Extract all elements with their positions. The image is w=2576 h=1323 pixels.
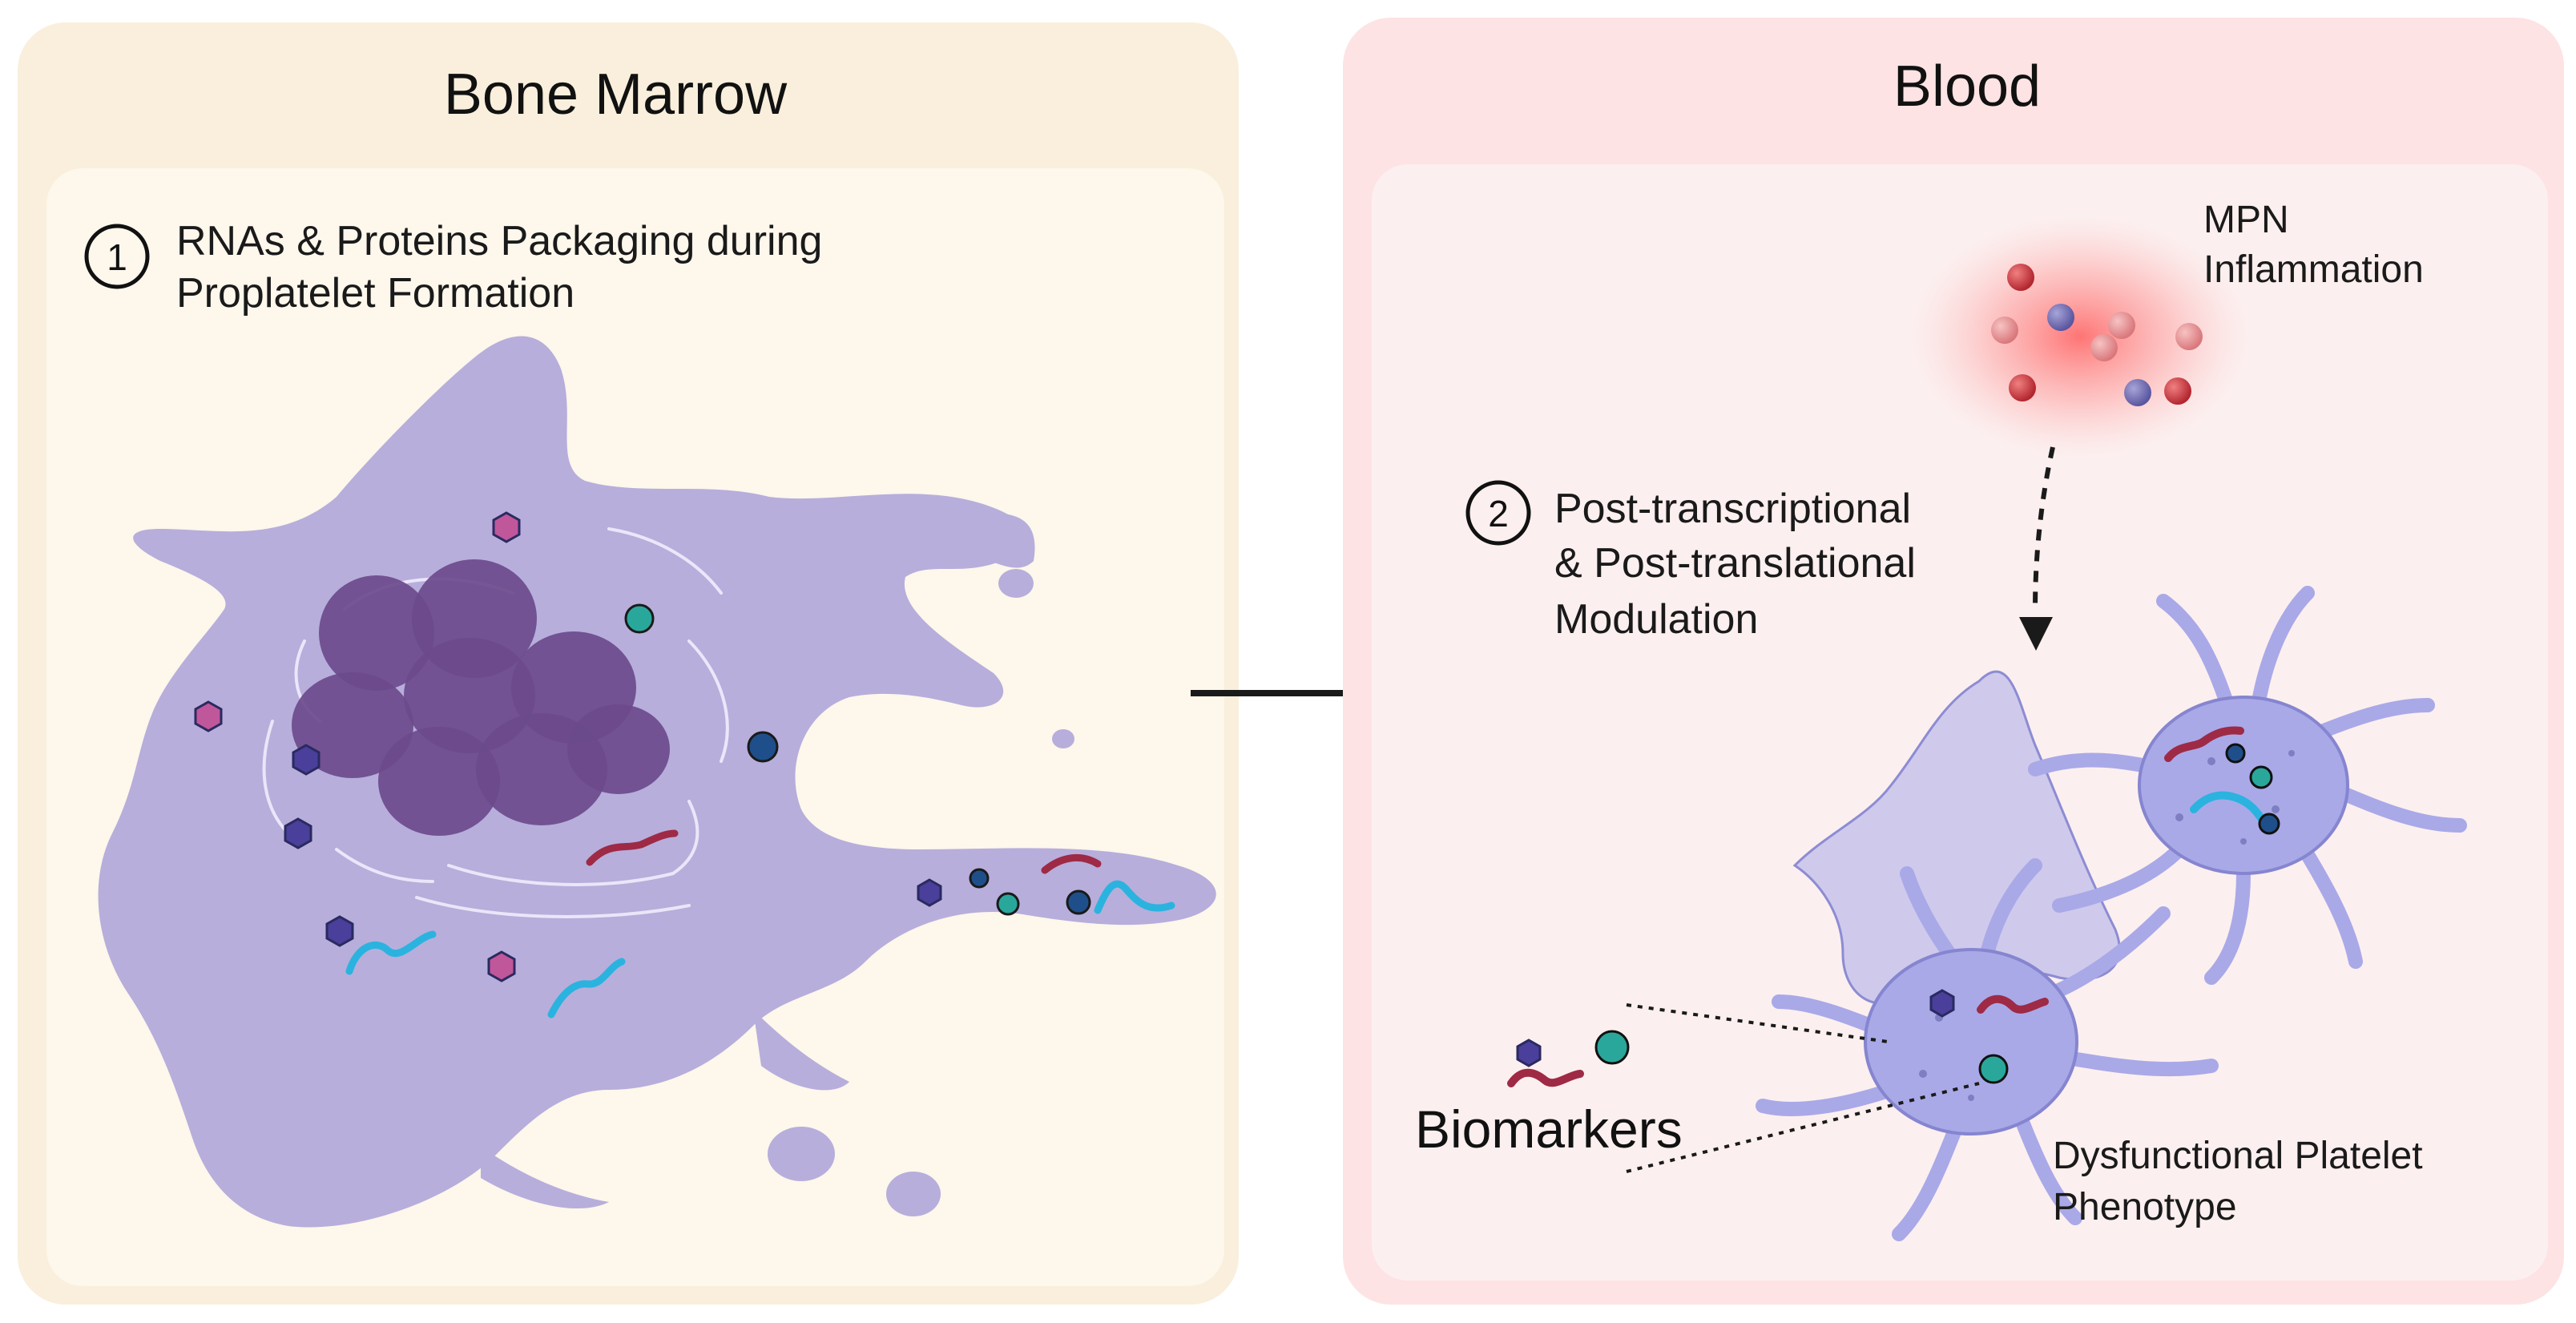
step-2-line-3: Modulation <box>1554 596 1758 643</box>
phenotype-line-1: Dysfunctional Platelet <box>2053 1135 2423 1177</box>
inflammation-glow <box>1912 216 2248 457</box>
protein-platelet-upper-3 <box>2258 813 2280 835</box>
protein-platelet-upper-2 <box>2249 765 2273 789</box>
inflammation-cytokines <box>1991 264 2203 406</box>
step-2-badge <box>1465 480 1531 546</box>
step-2-line-2: & Post-translational <box>1554 540 1916 587</box>
step-1-line-2: Proplatelet Formation <box>176 270 574 317</box>
step-2-number: 2 <box>1488 493 1509 534</box>
biomarkers-label: Biomarkers <box>1415 1099 1683 1159</box>
biomarker-hex <box>1516 1039 1542 1067</box>
mpn-label: MPN <box>2203 199 2289 241</box>
blood-panel: Blood MPN Inflammation 2 Post-transcript… <box>1343 18 2564 1305</box>
activated-platelet-lower <box>1756 858 2219 1241</box>
bone-marrow-panel: Bone Marrow 1 RNAs & Proteins Packaging … <box>18 22 1239 1305</box>
rna-platelet-upper-red <box>2164 726 2244 762</box>
step-1-line-1: RNAs & Proteins Packaging during <box>176 218 822 264</box>
rna-platelet-lower-red <box>1977 994 2049 1014</box>
phenotype-line-2: Phenotype <box>2053 1186 2237 1228</box>
protein-platelet-lower-hex <box>1929 989 1955 1018</box>
rna-strands <box>345 829 1175 1018</box>
step-1-badge <box>84 224 150 289</box>
protein-platelet-lower-1 <box>1978 1054 2009 1084</box>
biomarker-leader-2 <box>1626 1082 1980 1173</box>
protein-spheres <box>624 603 1091 916</box>
activated-platelet-upper <box>2028 586 2467 985</box>
step-1-number: 1 <box>107 236 127 278</box>
blood-title: Blood <box>1893 54 2041 119</box>
nucleus <box>292 559 670 836</box>
biomarker-sphere <box>1594 1030 1630 1065</box>
bone-marrow-title: Bone Marrow <box>444 63 788 127</box>
protein-hexagons <box>194 511 942 982</box>
step-2-line-1: Post-transcriptional <box>1554 486 1911 532</box>
biomarker-rna <box>1507 1068 1584 1087</box>
megakaryocyte <box>98 336 1216 1228</box>
protein-platelet-upper-1 <box>2225 743 2246 764</box>
rna-platelet-upper-cyan <box>2190 791 2267 825</box>
dashed-arrow-head <box>2019 617 2053 651</box>
inflammation-label: Inflammation <box>2203 248 2424 291</box>
